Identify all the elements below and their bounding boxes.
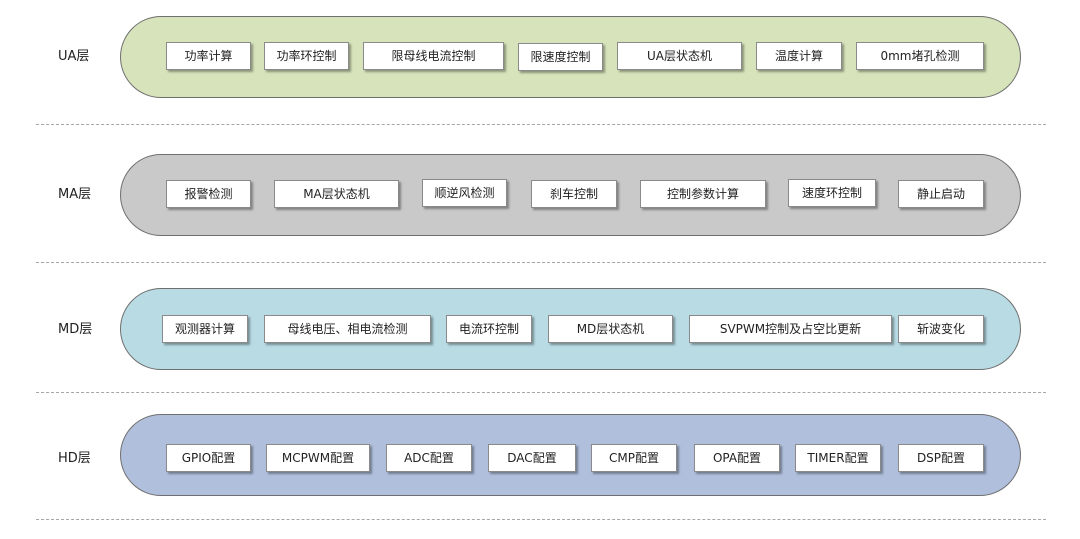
module-box: 顺逆风检测 bbox=[422, 179, 507, 207]
layer-label-md: MD层 bbox=[58, 322, 93, 337]
module-box: ADC配置 bbox=[386, 444, 472, 472]
layer-separator bbox=[36, 519, 1046, 520]
layer-separator bbox=[36, 262, 1046, 263]
module-box: 报警检测 bbox=[166, 180, 251, 208]
module-box: 静止启动 bbox=[898, 180, 984, 208]
module-box: 速度环控制 bbox=[788, 179, 876, 207]
module-box: 0mm堵孔检测 bbox=[856, 42, 984, 70]
module-box: MA层状态机 bbox=[274, 180, 399, 208]
layer-label-ma: MA层 bbox=[58, 187, 92, 202]
layer-label-hd: HD层 bbox=[58, 451, 91, 466]
module-box: 温度计算 bbox=[756, 42, 842, 70]
module-box: OPA配置 bbox=[694, 444, 780, 472]
module-box: 功率环控制 bbox=[264, 42, 349, 70]
module-box: 电流环控制 bbox=[446, 315, 532, 343]
layer-separator bbox=[36, 124, 1046, 125]
module-box: 母线电压、相电流检测 bbox=[264, 315, 431, 343]
layer-label-ua: UA层 bbox=[58, 49, 90, 64]
module-box: 观测器计算 bbox=[162, 315, 248, 343]
module-box: DAC配置 bbox=[488, 444, 576, 472]
module-box: DSP配置 bbox=[898, 444, 984, 472]
module-box: SVPWM控制及占空比更新 bbox=[689, 315, 892, 343]
module-box: 功率计算 bbox=[166, 42, 251, 70]
module-box: UA层状态机 bbox=[617, 42, 742, 70]
module-box: TIMER配置 bbox=[795, 444, 881, 472]
module-box: CMP配置 bbox=[591, 444, 677, 472]
module-box: 斩波变化 bbox=[898, 315, 984, 343]
module-box: MCPWM配置 bbox=[266, 444, 370, 472]
module-box: 控制参数计算 bbox=[640, 180, 766, 208]
module-box: GPIO配置 bbox=[166, 444, 251, 472]
layer-separator bbox=[36, 392, 1046, 393]
module-box: MD层状态机 bbox=[548, 315, 673, 343]
module-box: 刹车控制 bbox=[531, 180, 617, 208]
module-box: 限母线电流控制 bbox=[363, 42, 504, 70]
module-box: 限速度控制 bbox=[518, 43, 603, 71]
